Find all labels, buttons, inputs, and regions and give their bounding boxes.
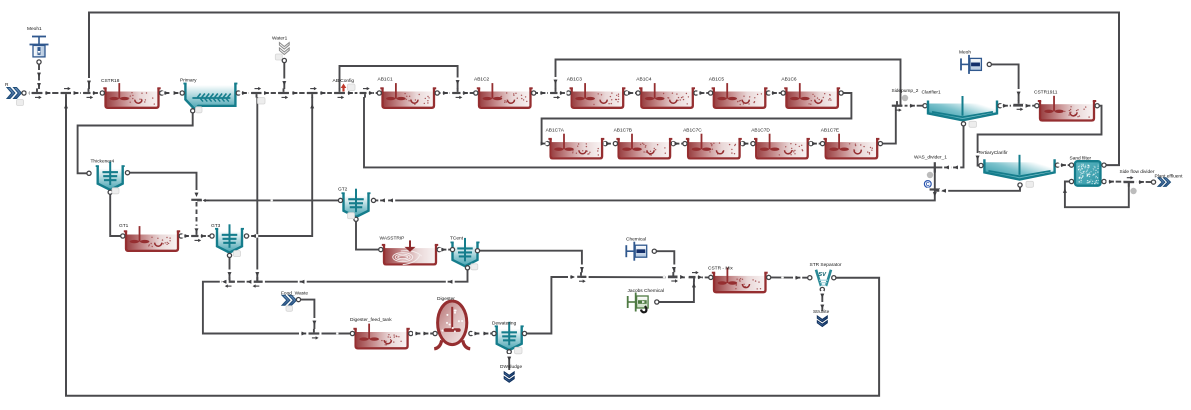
svg-text:AB1C2: AB1C2 xyxy=(474,77,490,83)
svg-text:DWsludge: DWsludge xyxy=(500,364,522,370)
svg-text:TertiaryClarifir: TertiaryClarifir xyxy=(978,150,1008,156)
svg-text:AB1C7A: AB1C7A xyxy=(546,128,565,134)
svg-text:Plant effluent: Plant effluent xyxy=(1155,173,1184,179)
svg-text:Clarifier1: Clarifier1 xyxy=(922,90,942,96)
svg-text:GT2: GT2 xyxy=(338,187,348,193)
svg-text:Primary: Primary xyxy=(180,78,197,84)
svg-text:AB1C4: AB1C4 xyxy=(636,77,652,83)
svg-text:Meoh1: Meoh1 xyxy=(27,26,42,32)
svg-text:AB1C7D: AB1C7D xyxy=(751,128,770,134)
svg-text:Sand filter: Sand filter xyxy=(1070,156,1092,162)
svg-text:Struvite: Struvite xyxy=(813,309,830,315)
svg-text:Food_Waste: Food_Waste xyxy=(281,291,308,297)
svg-text:Jacobs Chemical: Jacobs Chemical xyxy=(628,288,665,294)
svg-text:CSTR18: CSTR18 xyxy=(101,78,120,84)
svg-text:AB1C7B: AB1C7B xyxy=(614,128,632,134)
svg-text:AB1C5: AB1C5 xyxy=(709,77,725,83)
svg-text:Digester_feed_tank: Digester_feed_tank xyxy=(350,317,392,323)
svg-text:Water1: Water1 xyxy=(272,36,288,42)
svg-text:C: C xyxy=(926,182,930,188)
svg-text:SV: SV xyxy=(818,272,827,278)
svg-text:WAS_divider_1: WAS_divider_1 xyxy=(914,155,947,161)
svg-text:AB Config: AB Config xyxy=(333,78,355,84)
svg-text:Chemical: Chemical xyxy=(626,237,646,243)
svg-text:Meoh: Meoh xyxy=(959,50,971,56)
svg-text:GT1: GT1 xyxy=(119,223,129,229)
svg-text:TCent: TCent xyxy=(450,236,464,242)
svg-text:R: R xyxy=(5,82,9,88)
svg-text:AB1C3: AB1C3 xyxy=(567,77,583,83)
svg-text:Sidepump_2: Sidepump_2 xyxy=(892,88,919,94)
svg-text:Thickener4: Thickener4 xyxy=(91,159,115,165)
svg-text:CSTR1911: CSTR1911 xyxy=(1034,90,1058,96)
svg-text:AB1C7E: AB1C7E xyxy=(821,128,839,134)
svg-text:Digester: Digester xyxy=(437,296,455,302)
svg-text:Dewatering: Dewatering xyxy=(492,321,517,327)
svg-text:AB1C6: AB1C6 xyxy=(781,77,797,83)
svg-text:STR Separator: STR Separator xyxy=(810,262,842,268)
svg-text:AB1C7C: AB1C7C xyxy=(683,128,702,134)
svg-text:AB1C1: AB1C1 xyxy=(378,77,394,83)
svg-text:WASSTRIP: WASSTRIP xyxy=(380,236,405,242)
svg-text:Side flow divider: Side flow divider xyxy=(1120,169,1155,175)
svg-text:CSTR - Mix: CSTR - Mix xyxy=(708,266,733,272)
svg-text:GT3: GT3 xyxy=(211,223,221,229)
